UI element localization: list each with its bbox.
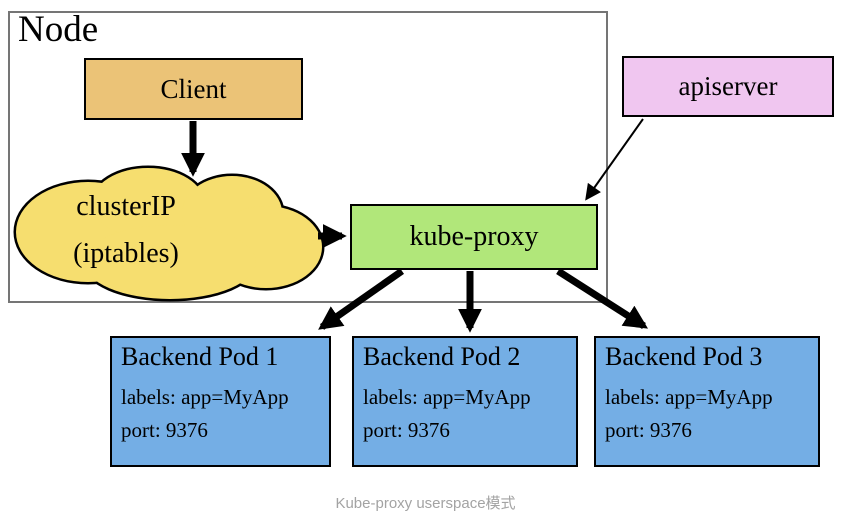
- backend-pod-1-labels: labels: app=MyApp: [121, 385, 289, 409]
- backend-pod-2-port: port: 9376: [363, 418, 450, 442]
- backend-pod-2-labels: labels: app=MyApp: [363, 385, 531, 409]
- node-label: Node: [18, 9, 99, 50]
- kube-proxy-box: kube-proxy: [350, 204, 598, 270]
- backend-pod-1-box: Backend Pod 1 labels: app=MyApp port: 93…: [110, 336, 331, 467]
- kube-proxy-label: kube-proxy: [409, 221, 539, 252]
- client-box: Client: [84, 58, 303, 120]
- apiserver-box: apiserver: [622, 56, 834, 117]
- cluster-ip-label-line2: (iptables): [73, 238, 179, 269]
- backend-pod-2-title: Backend Pod 2: [363, 342, 521, 371]
- apiserver-label: apiserver: [678, 71, 778, 101]
- backend-pod-1-title: Backend Pod 1: [121, 342, 279, 371]
- backend-pod-3-port: port: 9376: [605, 418, 692, 442]
- backend-pod-3-labels: labels: app=MyApp: [605, 385, 773, 409]
- backend-pod-3-title: Backend Pod 3: [605, 342, 763, 371]
- client-label: Client: [160, 73, 227, 104]
- backend-pod-1-port: port: 9376: [121, 418, 208, 442]
- backend-pod-2-box: Backend Pod 2 labels: app=MyApp port: 93…: [352, 336, 578, 467]
- cluster-ip-label-line1: clusterIP: [76, 191, 176, 222]
- diagram-caption: Kube-proxy userspace模式: [335, 495, 516, 512]
- backend-pod-3-box: Backend Pod 3 labels: app=MyApp port: 93…: [594, 336, 820, 467]
